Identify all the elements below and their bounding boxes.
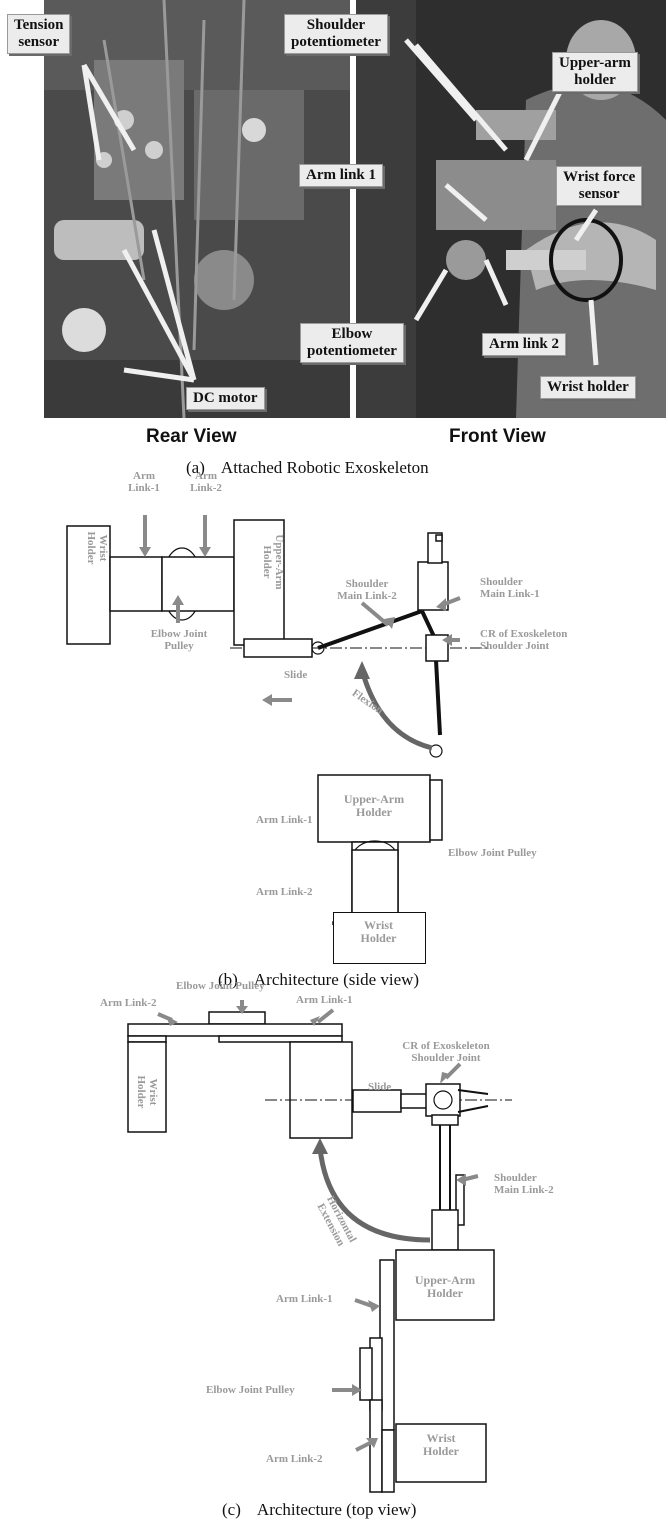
c-label-arm-link-1-lower: Arm Link-1 <box>276 1293 333 1305</box>
c-label-arm-link-2: Arm Link-2 <box>100 997 157 1009</box>
callout-shoulder-potentiometer: Shoulder potentiometer <box>284 14 388 54</box>
b-label-arm-link-2-lower: Arm Link-2 <box>256 886 313 898</box>
c-label-wrist-holder-lower: Wrist Holder <box>423 1431 459 1458</box>
b-label-cr-shoulder: CR of Exoskeleton Shoulder Joint <box>480 628 568 652</box>
callout-arm-link-1: Arm link 1 <box>299 164 384 187</box>
caption-b: (b) Architecture (side view) <box>218 970 420 989</box>
callout-arm-link-2: Arm link 2 <box>482 333 567 356</box>
callout-wrist-force-sensor: Wrist force sensor <box>556 166 643 206</box>
side-view-diagram <box>66 515 490 925</box>
c-label-elbow-joint-pulley-lower: Elbow Joint Pulley <box>206 1384 295 1396</box>
b-label-shoulder-main-link-2: Shoulder Main Link-2 <box>337 578 397 602</box>
b-label-upper-arm-holder-lower: Upper-Arm Holder <box>343 792 405 819</box>
arm-link-2-box <box>109 556 163 612</box>
top-view-diagram <box>127 1000 512 1493</box>
b-label-arm-link-1-lower: Arm Link-1 <box>256 814 313 826</box>
arm-link-1-box <box>161 556 235 612</box>
c-label-wrist-holder: Wrist Holder <box>135 1075 159 1109</box>
c-label-elbow-joint-pulley: Elbow Joint Pulley <box>176 980 265 992</box>
rear-view-photo <box>44 0 350 418</box>
front-view-label: Front View <box>449 426 546 447</box>
b-label-shoulder-main-link-1: Shoulder Main Link-1 <box>480 576 540 600</box>
callout-dc-motor: DC motor <box>186 387 265 410</box>
c-label-upper-arm-holder: Upper-Arm Holder <box>414 1273 476 1300</box>
b-label-wrist-holder: Wrist Holder <box>85 531 109 565</box>
b-label-arm-link-1: Arm Link-1 <box>128 470 160 494</box>
callout-upper-arm-holder: Upper-arm holder <box>552 52 638 92</box>
upper-arm-c-box <box>289 1041 353 1139</box>
caption-a: (a) Attached Robotic Exoskeleton <box>186 458 429 477</box>
rear-view-label: Rear View <box>146 426 237 447</box>
wrist-holder-c-box <box>127 1041 167 1133</box>
upper-arm-holder-box <box>233 519 285 646</box>
b-label-upper-arm-holder: Upper-Arm Holder <box>261 534 285 590</box>
b-wrist-holder-lower-box <box>333 912 426 964</box>
c-label-shoulder-main-link-2: Shoulder Main Link-2 <box>494 1172 554 1196</box>
b-label-slide: Slide <box>284 669 308 681</box>
upper-arm-holder-lower-box <box>317 774 431 843</box>
c-label-arm-link-2-lower: Arm Link-2 <box>266 1453 323 1465</box>
b-label-elbow-joint-pulley: Elbow Joint Pulley <box>150 628 208 652</box>
c-label-arm-link-1: Arm Link-1 <box>296 994 353 1006</box>
b-label-arm-link-2: Arm Link-2 <box>190 470 222 494</box>
callout-elbow-potentiometer: Elbow potentiometer <box>300 323 404 363</box>
callout-tension-sensor: Tension sensor <box>7 14 71 54</box>
rear-photo-illustration <box>44 0 350 418</box>
callout-wrist-holder: Wrist holder <box>540 376 636 399</box>
b-label-wrist-holder-lower: Wrist Holder <box>360 918 397 945</box>
c-label-cr-shoulder: CR of Exoskeleton Shoulder Joint <box>402 1040 490 1064</box>
c-label-slide: Slide <box>368 1081 392 1093</box>
caption-c: (c) Architecture (top view) <box>222 1500 417 1519</box>
b-label-elbow-joint-pulley-lower: Elbow Joint Pulley <box>448 847 537 859</box>
wrist-holder-box <box>66 525 111 645</box>
